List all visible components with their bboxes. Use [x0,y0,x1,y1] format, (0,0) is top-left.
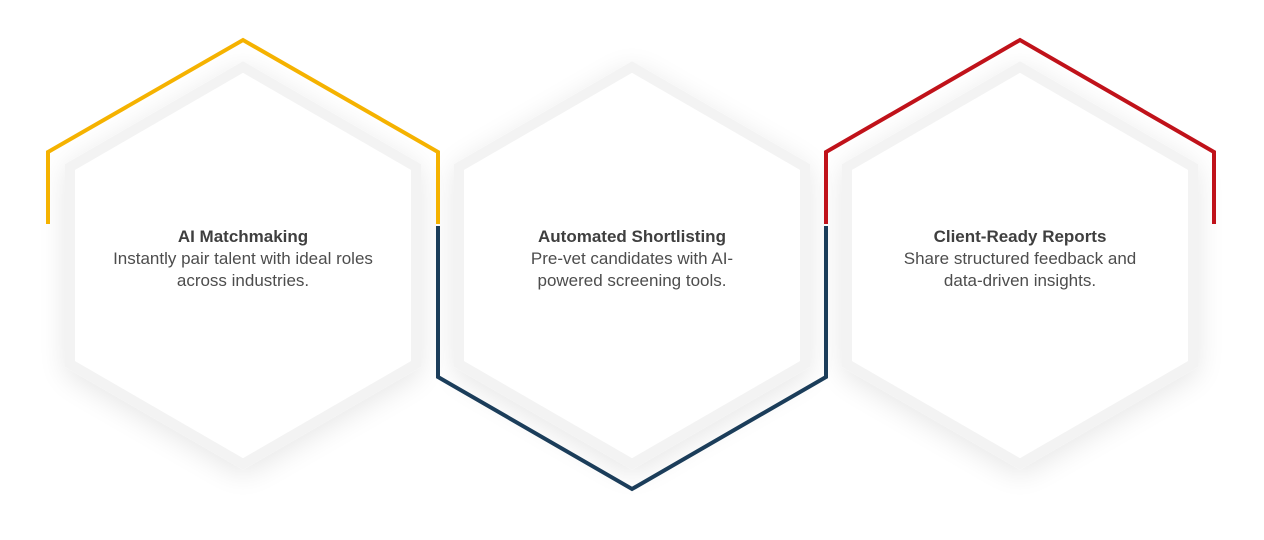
card-title: Client-Ready Reports [933,227,1107,246]
card-title: AI Matchmaking [177,227,309,246]
hexagon-client-ready-reports [842,61,1198,470]
card-description-line: Share structured feedback and [903,249,1137,268]
card-description-line: data-driven insights. [943,271,1097,290]
card-ai-matchmaking: AI Matchmaking Instantly pair talent wit… [83,226,403,292]
red-accent-line [824,37,1216,224]
card-description-line: across industries. [176,271,310,290]
card-description-line: Pre-vet candidates with AI- [530,249,734,268]
hexagon-ai-matchmaking [65,61,421,470]
card-automated-shortlisting: Automated Shortlisting Pre-vet candidate… [472,226,792,292]
card-client-ready-reports: Client-Ready Reports Share structured fe… [860,226,1180,292]
card-description-line: Instantly pair talent with ideal roles [113,249,373,268]
navy-accent-line [436,226,828,492]
hexagon-automated-shortlisting [454,61,810,470]
card-title: Automated Shortlisting [538,227,726,246]
yellow-accent-line [46,37,440,224]
card-description-line: powered screening tools. [537,271,727,290]
